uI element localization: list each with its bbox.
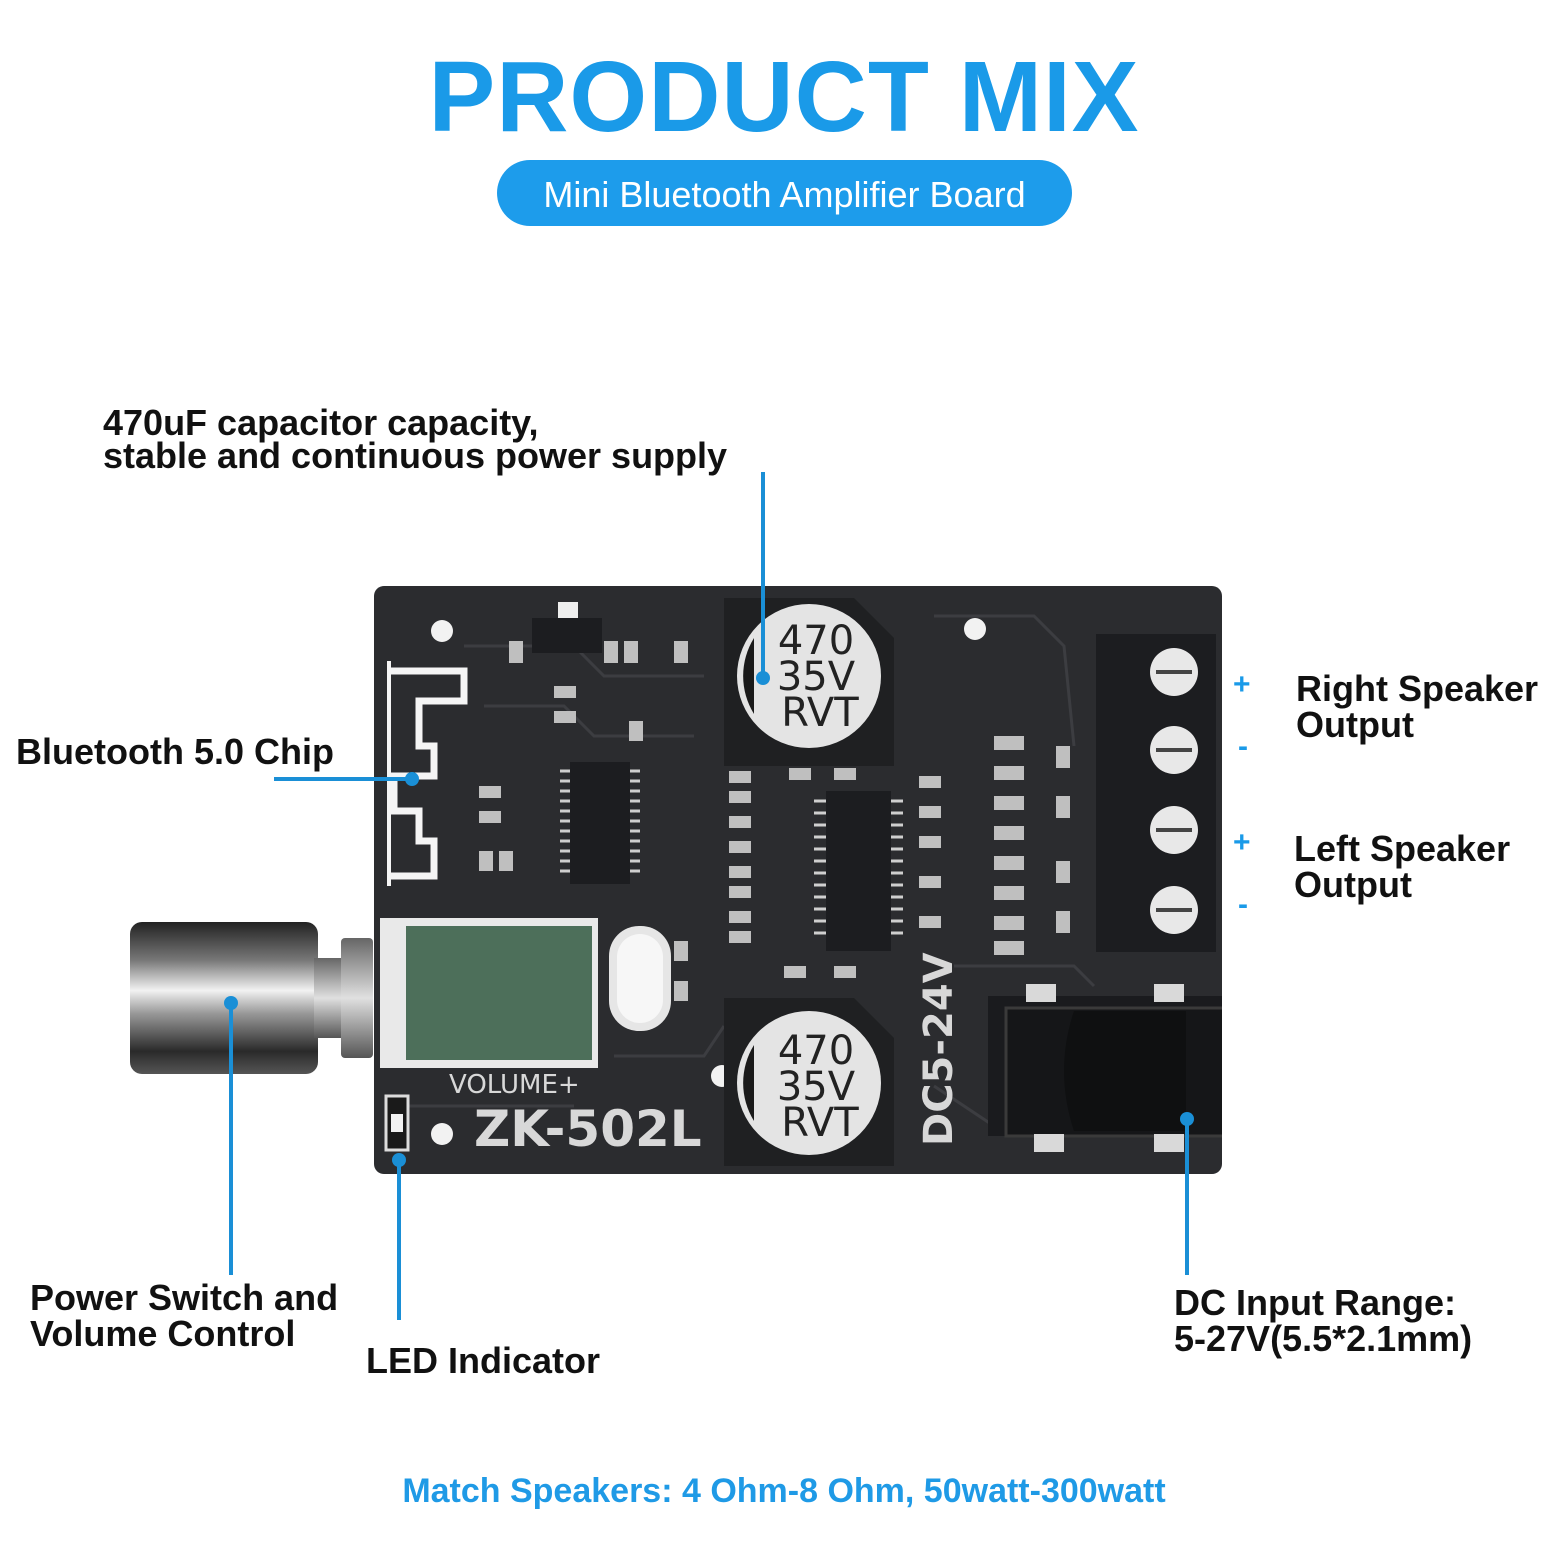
dc-input-callout: DC Input Range: 5-27V(5.5*2.1mm) <box>1174 1285 1472 1357</box>
model-label: ZK-502L <box>474 1100 702 1158</box>
cap-bottom-line3: RVT <box>781 1100 859 1146</box>
bluetooth-pointer-dot <box>405 772 419 786</box>
right-minus-sign: - <box>1238 730 1248 763</box>
right-speaker-line2: Output <box>1296 704 1414 745</box>
bluetooth-pointer-line <box>274 777 412 781</box>
capacitor-callout: 470uF capacitor capacity, stable and con… <box>103 402 728 476</box>
led-pointer-dot <box>392 1153 406 1167</box>
volume-pointer-line <box>229 1003 233 1275</box>
volume-knob[interactable] <box>126 918 376 1078</box>
amplifier-board: 470 35V RVT 470 35V RVT VOLUME+ ZK-502L … <box>374 586 1222 1174</box>
left-minus-sign: - <box>1238 888 1248 921</box>
led-callout: LED Indicator <box>366 1340 601 1381</box>
capacitor-top: 470 35V RVT <box>724 598 894 766</box>
dc-input-line1: DC Input Range: <box>1174 1282 1456 1323</box>
left-speaker-line1: Left Speaker <box>1294 828 1511 869</box>
cap-top-line1: 470 <box>778 618 854 664</box>
page-title: PRODUCT MIX <box>428 41 1140 153</box>
voltage-label: DC5-24V <box>916 952 962 1146</box>
volume-label: VOLUME+ <box>449 1070 580 1100</box>
cap-bottom-line1: 470 <box>778 1028 854 1074</box>
cap-top-line3: RVT <box>781 690 859 736</box>
power-volume-line1: Power Switch and <box>30 1277 339 1318</box>
led-pointer-line <box>397 1160 401 1320</box>
footer-note: Match Speakers: 4 Ohm-8 Ohm, 50watt-300w… <box>402 1472 1166 1510</box>
right-speaker-line1: Right Speaker <box>1296 668 1539 709</box>
capacitor-bottom: 470 35V RVT <box>724 998 894 1166</box>
volume-pointer-dot <box>224 996 238 1010</box>
bluetooth-callout: Bluetooth 5.0 Chip <box>16 731 334 772</box>
dc-pointer-line <box>1185 1120 1189 1275</box>
cap-top-line2: 35V <box>777 654 856 700</box>
right-speaker-callout: Right Speaker Output <box>1296 671 1538 743</box>
power-volume-callout: Power Switch and Volume Control <box>30 1280 338 1352</box>
capacitor-callout-line1: 470uF capacitor capacity, <box>103 402 539 443</box>
power-volume-line2: Volume Control <box>30 1313 296 1354</box>
capacitor-pointer-dot <box>756 671 770 685</box>
right-plus-sign: + <box>1233 668 1251 701</box>
dc-input-line2: 5-27V(5.5*2.1mm) <box>1174 1318 1473 1359</box>
cap-bottom-line2: 35V <box>777 1064 856 1110</box>
subtitle-badge: Mini Bluetooth Amplifier Board <box>497 160 1072 226</box>
left-speaker-callout: Left Speaker Output <box>1294 831 1510 903</box>
left-speaker-line2: Output <box>1294 864 1412 905</box>
capacitor-callout-line2: stable and continuous power supply <box>103 435 728 476</box>
dc-pointer-dot <box>1180 1112 1194 1126</box>
capacitor-pointer-line <box>761 472 765 678</box>
left-plus-sign: + <box>1233 826 1251 859</box>
